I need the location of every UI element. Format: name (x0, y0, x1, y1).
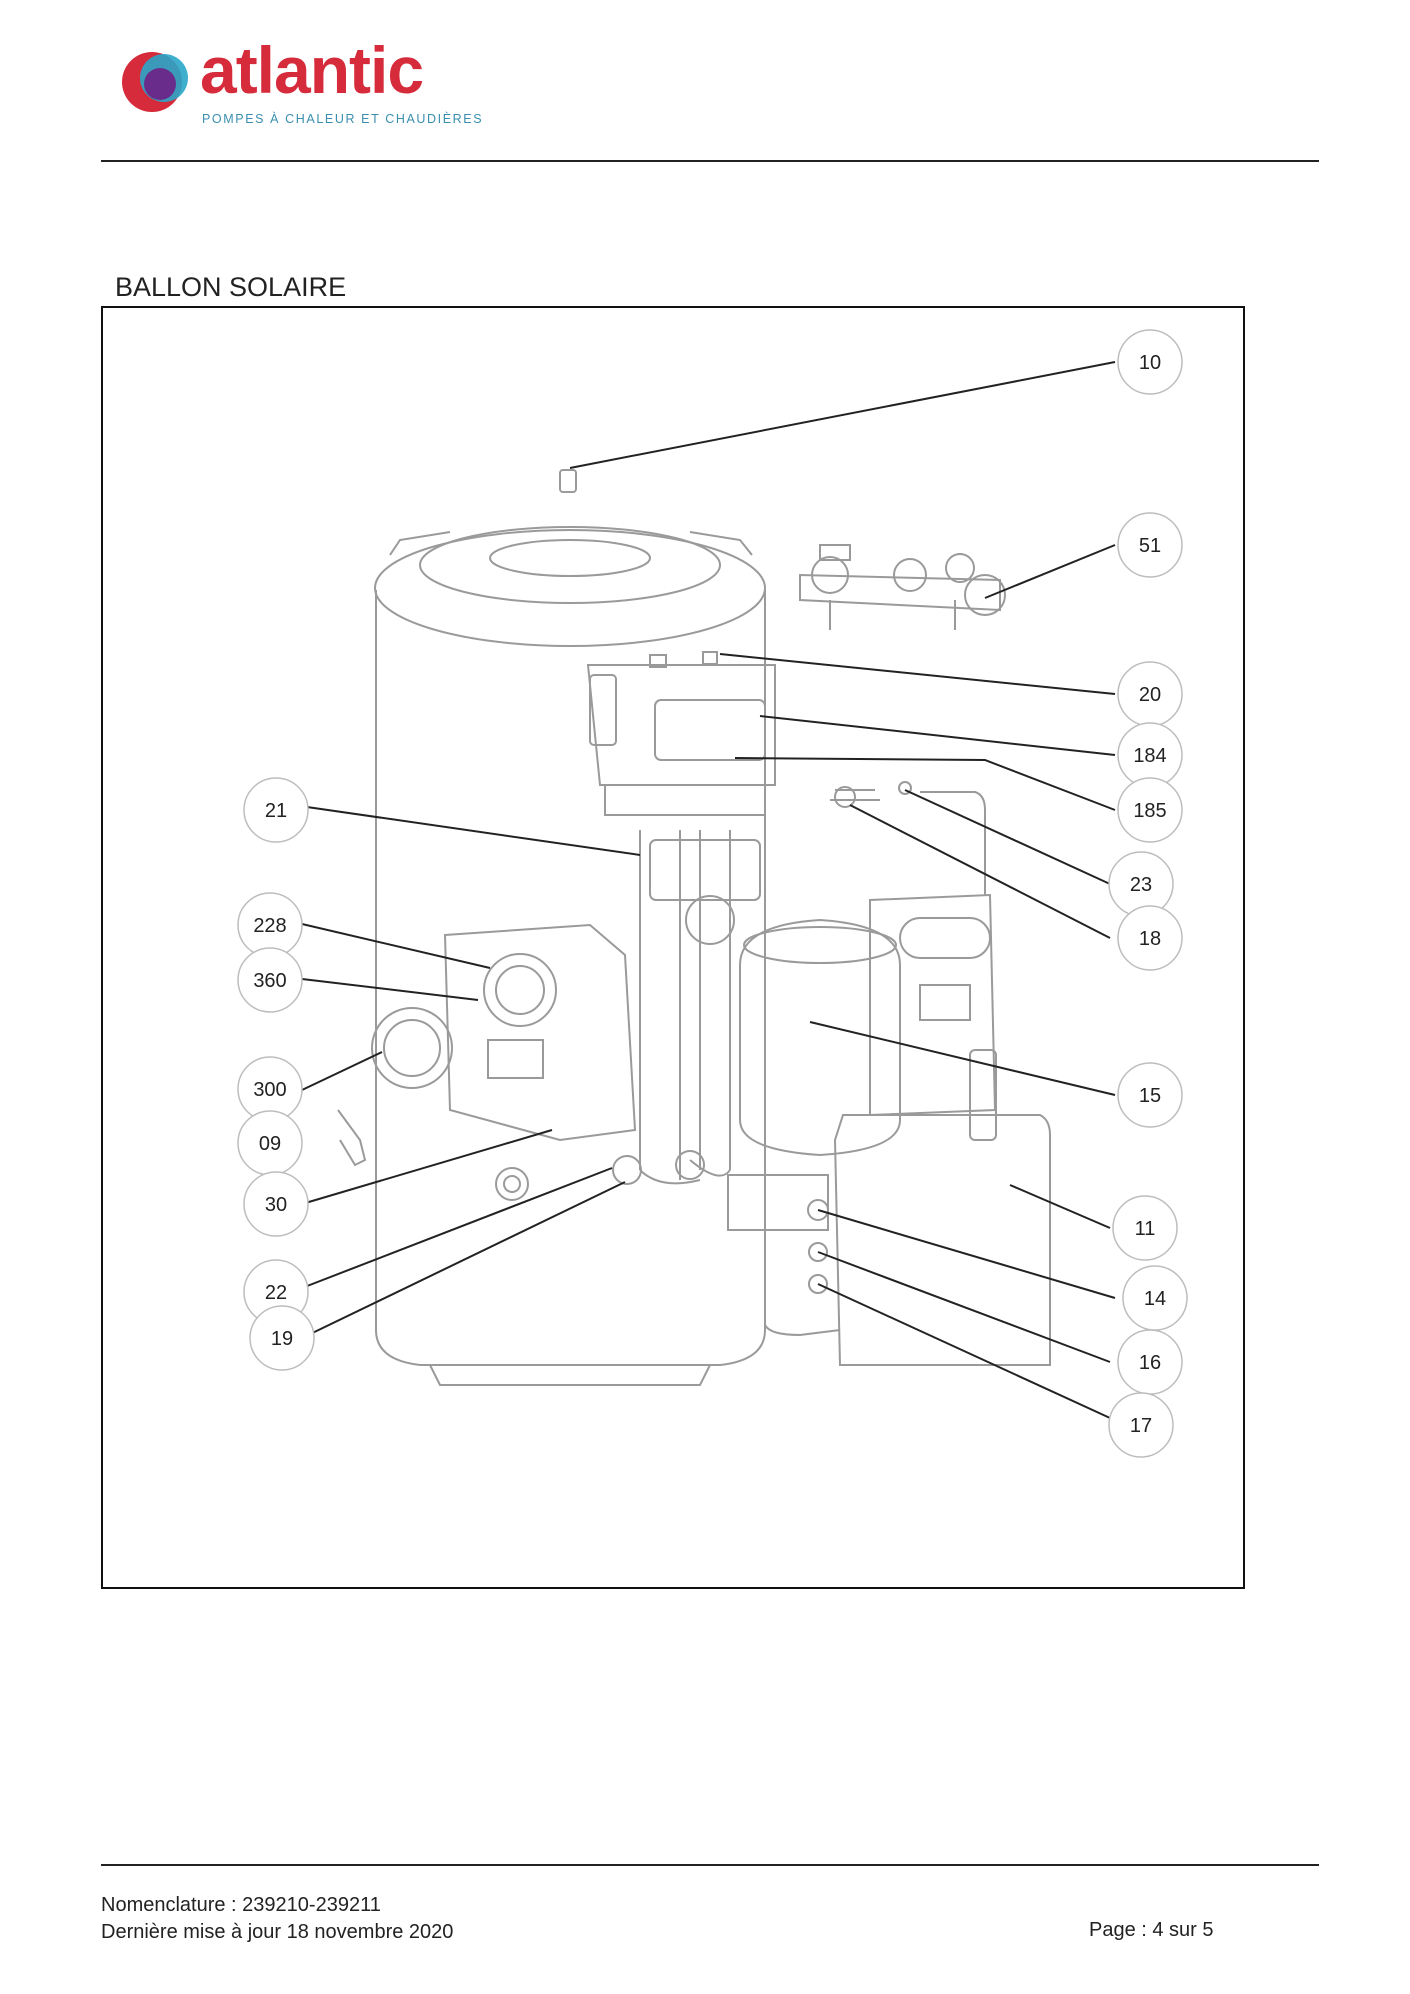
callout-circles (237, 329, 1188, 1458)
atlantic-logo: atlantic POMPES À CHALEUR ET CHAUDIÈRES (112, 33, 492, 128)
callout-labels: 10 51 20 184 185 23 18 15 11 14 16 17 21… (253, 352, 1166, 1437)
leader-lines (301, 361, 1116, 1419)
callout-label: 21 (265, 800, 287, 822)
header-rule (101, 160, 1319, 162)
callout-label: 184 (1133, 745, 1166, 767)
callout-label: 18 (1139, 928, 1161, 950)
logo-mark-icon (122, 52, 188, 112)
footer-info: Nomenclature : 239210-239211 Dernière mi… (101, 1892, 453, 1946)
callout-label: 300 (253, 1079, 286, 1101)
callout-label: 360 (253, 970, 286, 992)
callout-label: 09 (259, 1133, 281, 1155)
logo-word: atlantic (200, 33, 424, 107)
callout-label: 15 (1139, 1085, 1161, 1107)
callout-label: 185 (1133, 800, 1166, 822)
callout-label: 228 (253, 915, 286, 937)
callout-label: 23 (1130, 874, 1152, 896)
logo-tagline: POMPES À CHALEUR ET CHAUDIÈRES (202, 112, 484, 126)
callout-label: 30 (265, 1194, 287, 1216)
callout-label: 22 (265, 1282, 287, 1304)
callout-label: 17 (1130, 1415, 1152, 1437)
footer-page-number: Page : 4 sur 5 (1089, 1919, 1214, 1941)
callout-label: 19 (271, 1328, 293, 1350)
footer-rule (101, 1864, 1319, 1866)
diagram-frame (101, 306, 1245, 1589)
callout-label: 10 (1139, 352, 1161, 374)
callout-label: 51 (1139, 535, 1161, 557)
footer-update-date: Dernière mise à jour 18 novembre 2020 (101, 1921, 454, 1943)
callout-label: 11 (1135, 1218, 1156, 1240)
callout-label: 20 (1139, 684, 1161, 706)
section-title: BALLON SOLAIRE (115, 272, 347, 302)
water-heater-drawing (337, 469, 1051, 1386)
callout-label: 14 (1144, 1288, 1166, 1310)
footer-nomenclature: Nomenclature : 239210-239211 (101, 1894, 381, 1916)
callout-label: 16 (1139, 1352, 1161, 1374)
